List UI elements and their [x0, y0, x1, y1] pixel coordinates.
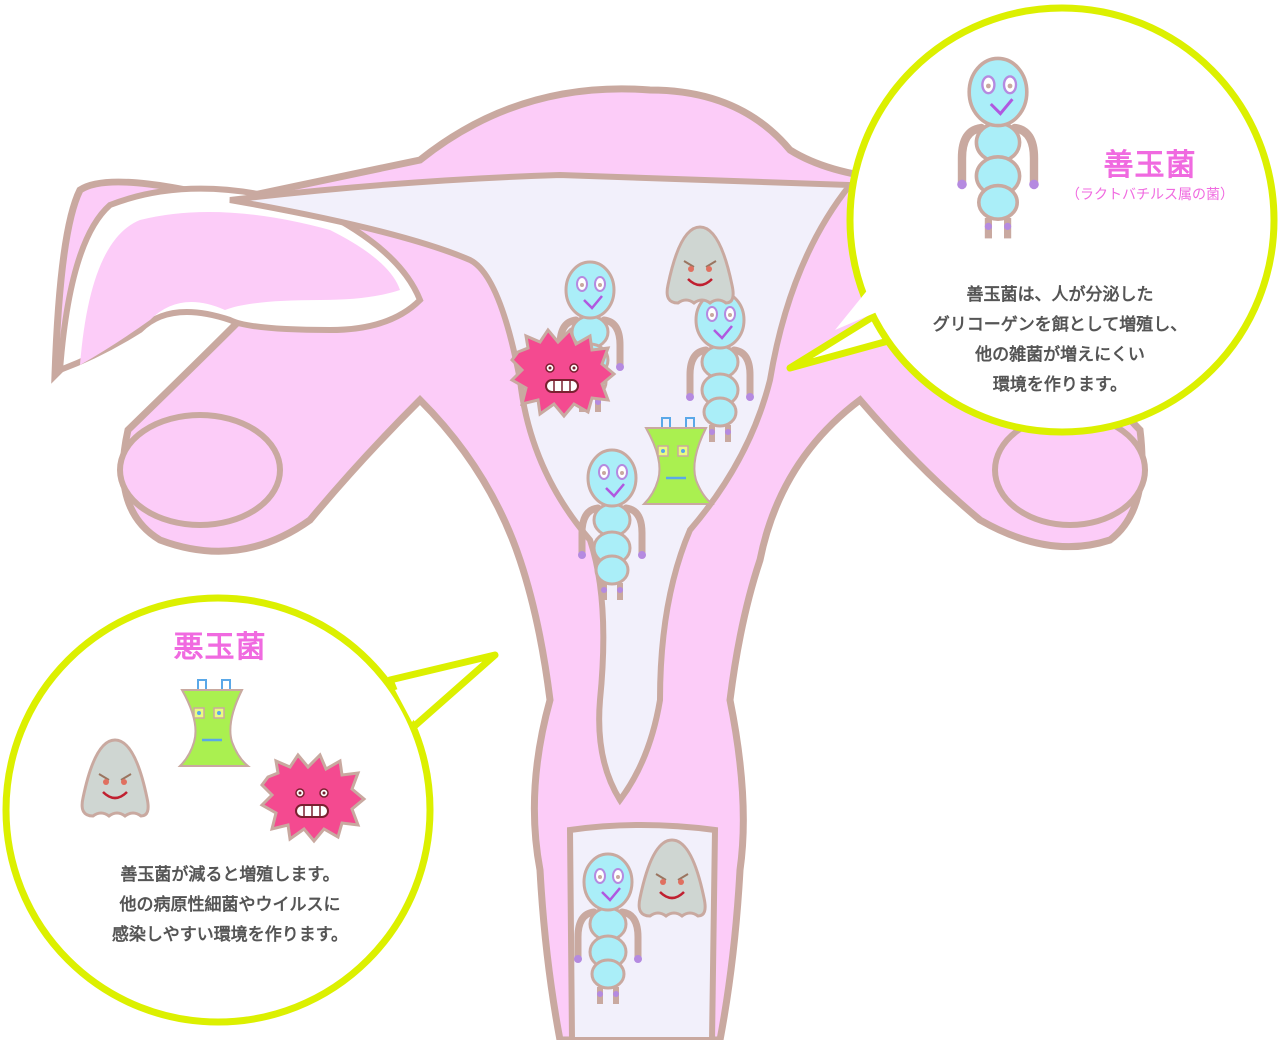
fallopian-lumen-left: [80, 212, 400, 365]
good-bacteria-title: 善玉菌: [1103, 148, 1197, 183]
description-line: グリコーゲンを餌として増殖し、: [932, 315, 1188, 335]
bad-bacteria-description: 善玉菌が減ると増殖します。 他の病原性細菌やウイルスに 感染しやすい環境を作りま…: [40, 860, 420, 950]
bad-bacteria-title: 悪玉菌: [173, 630, 267, 665]
good-bacteria-description: 善玉菌は、人が分泌した グリコーゲンを餌として増殖し、 他の雑菌が増えにくい 環…: [880, 280, 1240, 400]
description-line: 他の雑菌が増えにくい: [975, 345, 1145, 365]
description-line: 感染しやすい環境を作ります。: [111, 925, 349, 945]
good-bacteria-bubble: [786, 4, 1278, 436]
description-line: 他の病原性細菌やウイルスに: [119, 895, 341, 915]
description-line: 環境を作ります。: [992, 375, 1128, 395]
bad-bacteria-bubble: [2, 594, 499, 1026]
ovary-left: [117, 412, 283, 528]
description-line: 善玉菌は、人が分泌した: [966, 285, 1154, 305]
good-bacteria-subtitle: （ラクトバチルス属の菌）: [1066, 187, 1234, 203]
description-line: 善玉菌が減ると増殖します。: [120, 865, 340, 885]
